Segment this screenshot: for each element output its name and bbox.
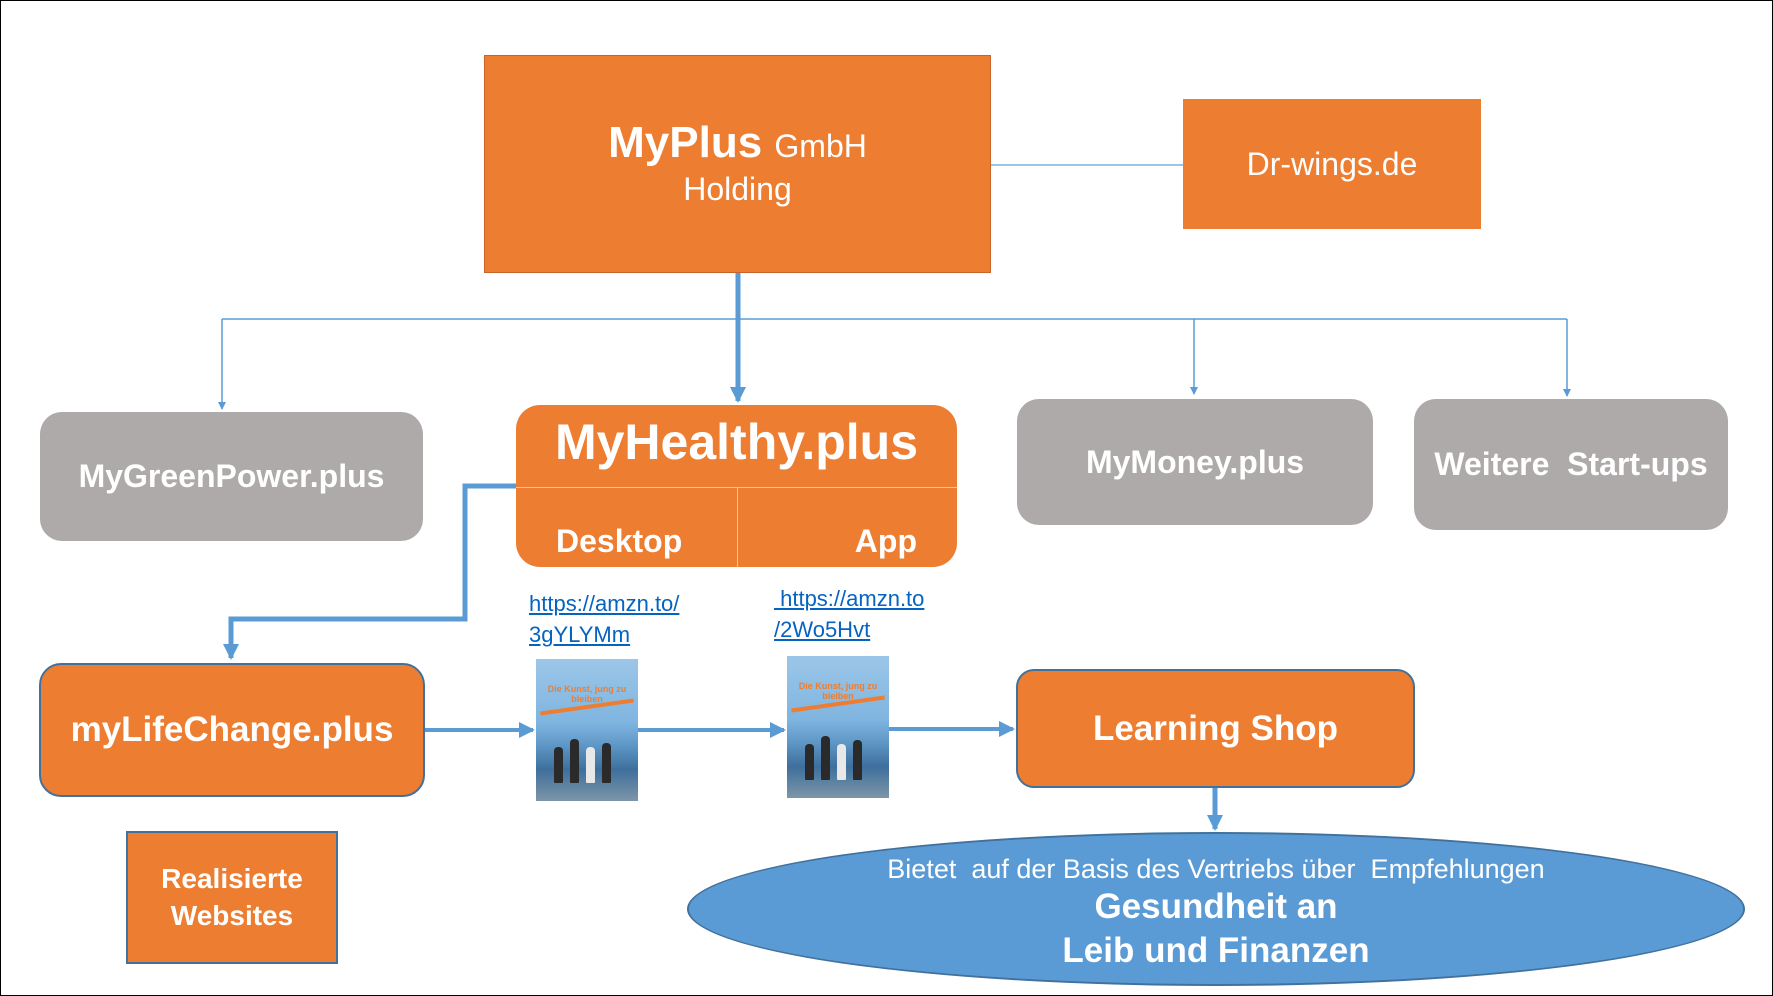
mission-line3: Leib und Finanzen [1062, 931, 1370, 970]
book-cover-1-figure [554, 747, 563, 783]
mission-line2: Gesundheit an [1094, 887, 1338, 926]
book-cover-2-figure [821, 736, 830, 780]
book-cover-1-figure [570, 739, 579, 783]
amazon-link-2-line2[interactable]: /2Wo5Hvt [774, 617, 871, 642]
mission-line1: Bietet auf der Basis des Vertriebs über … [887, 854, 1545, 884]
venture-greenpower-label: MyGreenPower.plus [78, 458, 385, 494]
amazon-link-1-line1[interactable]: https://amzn.to/ [529, 591, 680, 616]
realized-line2: Websites [170, 899, 294, 931]
holding-type: Holding [683, 170, 792, 207]
book-cover-1-title: Die Kunst, jung zu bleiben [547, 684, 627, 704]
amazon-link-1-line2[interactable]: 3gYLYMm [529, 622, 631, 647]
holding-name: MyPlus [608, 118, 763, 168]
line-to-lifechange [223, 483, 516, 660]
venture-startups-label: Weitere Start-ups [1434, 446, 1708, 482]
book-cover-2-figure [853, 740, 862, 780]
learning-shop-box: Learning Shop [1016, 669, 1415, 788]
mission-ellipse: Bietet auf der Basis des Vertriebs über … [687, 832, 1745, 986]
partner-label: Dr-wings.de [1246, 145, 1418, 182]
venture-greenpower: MyGreenPower.plus [40, 412, 423, 541]
lifechange-label: myLifeChange.plus [70, 710, 394, 749]
book-cover-1-figure [586, 747, 595, 783]
book-cover-1-figure [602, 743, 611, 783]
amazon-link-2[interactable]: https://amzn.to /2Wo5Hvt [774, 583, 924, 645]
book-cover-2[interactable]: Die Kunst, jung zu bleiben [787, 656, 889, 798]
book-cover-2-figure [805, 744, 814, 780]
amazon-link-1[interactable]: https://amzn.to/ 3gYLYMm [529, 588, 679, 650]
holding-suffix: GmbH [774, 128, 867, 165]
amazon-link-2-line1[interactable]: https://amzn.to [774, 586, 925, 611]
book-cover-1[interactable]: Die Kunst, jung zu bleiben [536, 659, 638, 801]
healthy-app-label: App [854, 523, 917, 559]
venture-healthy-title: MyHealthy.plus [554, 414, 919, 470]
learning-shop-label: Learning Shop [1093, 708, 1338, 748]
venture-mymoney: MyMoney.plus [1017, 399, 1373, 525]
venture-startups: Weitere Start-ups [1414, 399, 1728, 530]
partner-box: Dr-wings.de [1183, 99, 1481, 229]
realized-line1: Realisierte [161, 863, 303, 895]
holding-box: MyPlus GmbH Holding [484, 55, 991, 273]
realized-websites-box: Realisierte Websites [126, 831, 338, 964]
book-cover-2-figure [837, 744, 846, 780]
healthy-desktop-label: Desktop [556, 523, 683, 559]
lifechange-box: myLifeChange.plus [39, 663, 425, 797]
holding-title: MyPlus GmbH [608, 120, 867, 166]
venture-mymoney-label: MyMoney.plus [1085, 443, 1305, 480]
healthy-divider [516, 487, 957, 488]
venture-healthy: MyHealthy.plus Desktop App [516, 405, 957, 567]
book-cover-2-title: Die Kunst, jung zu bleiben [798, 681, 878, 701]
healthy-split [737, 487, 738, 567]
